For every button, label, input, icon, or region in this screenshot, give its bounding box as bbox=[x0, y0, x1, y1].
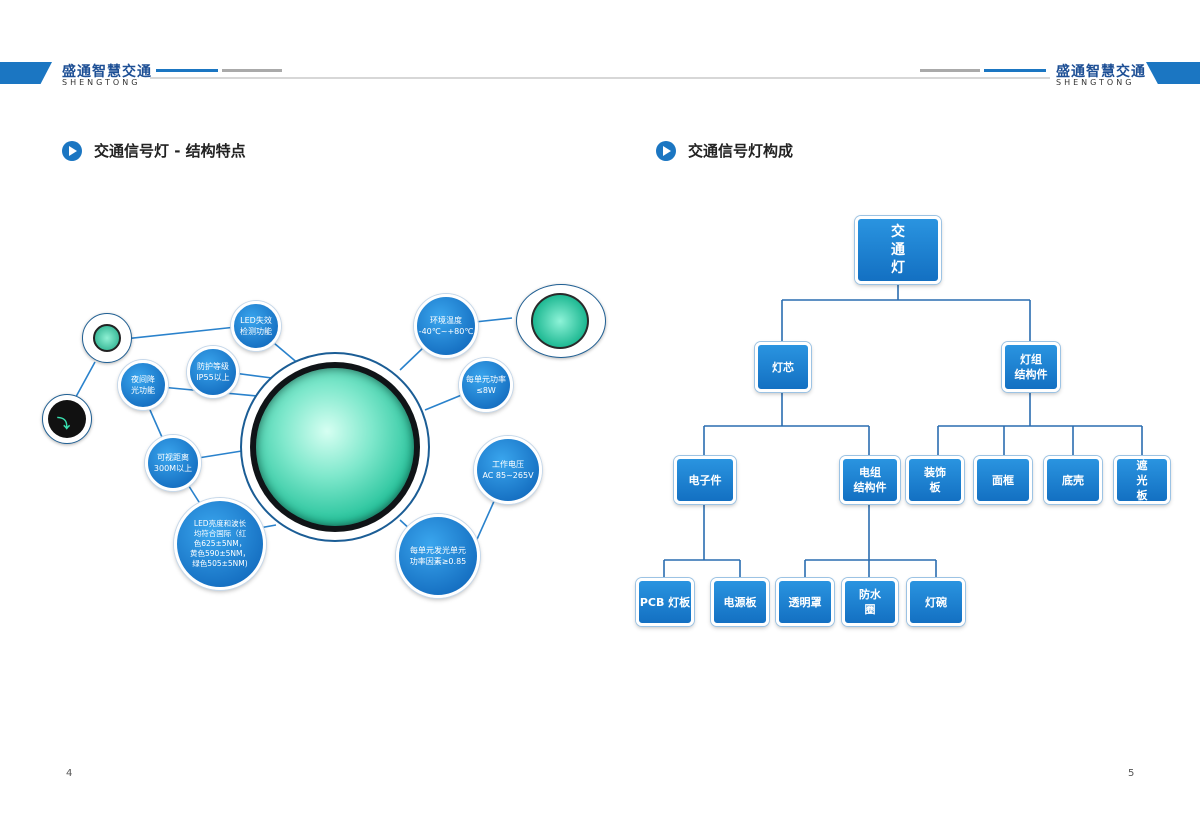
header-accent-gray-left bbox=[222, 69, 282, 72]
led-module-sample bbox=[516, 284, 606, 358]
signal-lamp-image bbox=[240, 352, 430, 542]
led-module-icon bbox=[531, 293, 589, 349]
header-accent-blue-left bbox=[156, 69, 218, 72]
arrow-lamp-icon: ⤵ bbox=[48, 400, 86, 438]
tree-node-power-board: 电源板 bbox=[711, 578, 769, 626]
header-left-bar bbox=[0, 62, 52, 84]
feature-led-wavelength: LED亮度和波长 均符合国际（红 色625±5NM， 黄色590±5NM， 绿色… bbox=[174, 498, 266, 590]
header-rule bbox=[150, 77, 1050, 79]
header-right-bar bbox=[1146, 62, 1200, 84]
tree-node-lamp-core: 灯芯 bbox=[755, 342, 811, 392]
page-number-right: 5 bbox=[1128, 768, 1135, 779]
play-icon bbox=[62, 140, 82, 161]
header-accent-blue-right bbox=[984, 69, 1046, 72]
brand-en-right: SHENGTONG bbox=[1056, 78, 1135, 87]
feature-operating-voltage: 工作电压 AC 85~265V bbox=[474, 436, 542, 504]
feature-ambient-temperature: 环境温度 -40℃~+80℃ bbox=[414, 294, 478, 358]
left-section-heading: 交通信号灯 - 结构特点 bbox=[62, 140, 246, 161]
tree-node-visor: 遮 光 板 bbox=[1114, 456, 1170, 504]
tree-node-elec-structure: 电组 结构件 bbox=[840, 456, 900, 504]
page-number-left: 4 bbox=[66, 768, 73, 779]
tree-node-decor-panel: 装饰 板 bbox=[906, 456, 964, 504]
feature-night-dimming: 夜间降 光功能 bbox=[118, 360, 168, 410]
brand-en-left: SHENGTONG bbox=[62, 78, 141, 87]
feature-unit-power: 每单元功率 ≤8W bbox=[459, 358, 513, 412]
feature-visibility-300m: 可视距离 300M以上 bbox=[145, 435, 201, 491]
play-icon bbox=[656, 140, 676, 161]
tree-root-traffic-light: 交 通 灯 bbox=[855, 216, 941, 284]
green-led-array bbox=[256, 368, 414, 526]
header-accent-gray-right bbox=[920, 69, 980, 72]
feature-ip55-protection: 防护等级 IP55以上 bbox=[187, 346, 239, 398]
right-section-title: 交通信号灯构成 bbox=[688, 142, 794, 160]
feature-led-failure-detection: LED失效 检测功能 bbox=[231, 301, 281, 351]
right-section-heading: 交通信号灯构成 bbox=[656, 140, 793, 161]
brand-name-right: 盛通智慧交通 bbox=[1056, 64, 1146, 80]
tree-node-lamp-structure: 灯组 结构件 bbox=[1002, 342, 1060, 392]
tree-node-face-frame: 面框 bbox=[974, 456, 1032, 504]
signal-lamp-lens bbox=[250, 362, 420, 532]
tree-node-bottom-shell: 底壳 bbox=[1044, 456, 1102, 504]
tree-node-pcb-board: PCB 灯板 bbox=[636, 578, 694, 626]
full-ball-lamp-sample bbox=[82, 313, 132, 363]
left-section-title: 交通信号灯 - 结构特点 bbox=[94, 142, 246, 160]
green-lamp-icon bbox=[93, 324, 121, 352]
arrow-lamp-sample: ⤵ bbox=[42, 394, 92, 444]
tree-node-seal-ring: 防水 圈 bbox=[842, 578, 898, 626]
tree-node-electronics: 电子件 bbox=[674, 456, 736, 504]
tree-node-lens-cover: 透明罩 bbox=[776, 578, 834, 626]
feature-power-factor: 每单元发光单元 功率因素≥0.85 bbox=[396, 514, 480, 598]
tree-connector-lines bbox=[663, 282, 1143, 578]
tree-node-lamp-bowl: 灯碗 bbox=[907, 578, 965, 626]
brand-name-left: 盛通智慧交通 bbox=[62, 64, 152, 80]
